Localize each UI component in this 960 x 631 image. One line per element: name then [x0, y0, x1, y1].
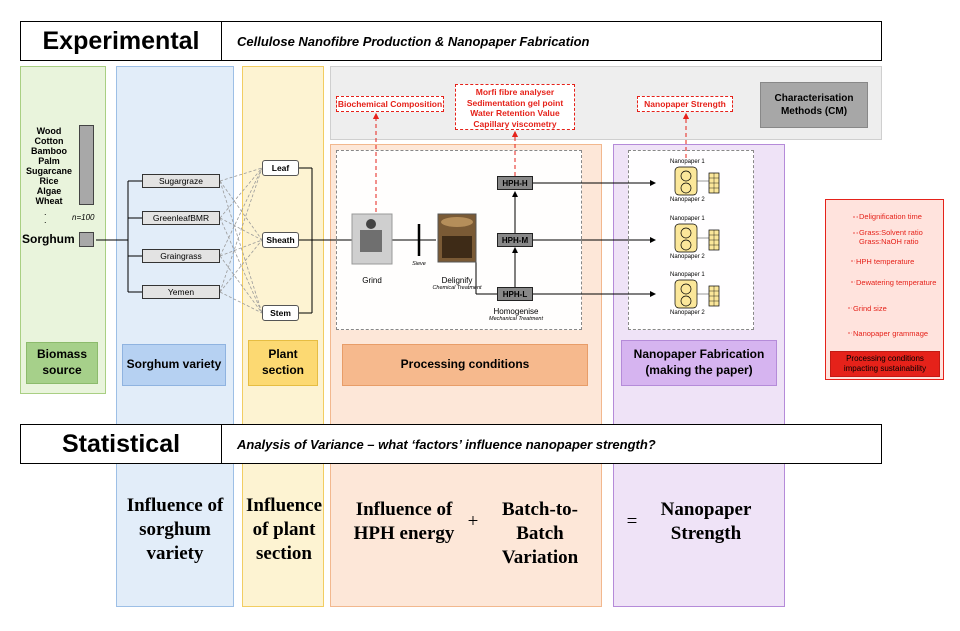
biomass-item: Algae [36, 186, 62, 196]
section-box: Sheath [262, 232, 299, 248]
nanopaper-fabrication-label: Nanopaper Fabrication (making the paper) [621, 340, 777, 386]
hph-box: HPH-H [497, 176, 533, 190]
sustainability-item: Grass:Solvent ratio [859, 228, 923, 237]
morfi-item: Morfi fibre analyser [475, 87, 555, 97]
eq-equals: = [626, 511, 638, 532]
morfi-item: Sedimentation gel point [466, 97, 564, 108]
sorghum-variety-label: Sorghum variety [122, 344, 226, 386]
sustainability-bullets [848, 216, 858, 334]
eq-batch: Batch-to-Batch Variation [501, 499, 579, 568]
homogenise-sub-label: Mechanical Treatment [488, 316, 543, 322]
sorghum-bar [79, 232, 94, 247]
biomass-item: Cotton [34, 136, 64, 146]
nanopaper-1-label: Nanopaper 1 [670, 159, 705, 165]
variety-box: Sugargraze [142, 174, 220, 188]
biomass-source-label: Biomass source [26, 342, 98, 384]
sustainability-item: Delignification time [859, 212, 922, 221]
morfi-box: Morfi fibre analyser Sedimentation gel p… [455, 84, 575, 130]
biomass-column [20, 66, 106, 394]
biomass-list: Wood Cotton Bamboo Palm Sugarcane Rice A… [22, 126, 76, 206]
sustainability-item: Nanopaper grammage [853, 329, 929, 338]
biomass-n-label: n=100 [72, 213, 95, 222]
nanopaper-2-label: Nanopaper 2 [670, 254, 705, 260]
variety-column [116, 66, 234, 607]
eq-result: Nanopaper Strength [660, 499, 752, 544]
variety-box: Yemen [142, 285, 220, 299]
delignify-sub-label: Chemical Treatment [432, 285, 482, 291]
biomass-item: Sugarcane [25, 166, 73, 176]
statistical-banner: Statistical Analysis of Variance – what … [20, 424, 882, 464]
grind-label: Grind [362, 276, 382, 285]
biomass-item: Wheat [35, 196, 63, 206]
homogenise-label: Homogenise [493, 307, 539, 316]
experimental-subtitle: Cellulose Nanofibre Production & Nanopap… [237, 33, 590, 49]
section-box: Leaf [262, 160, 299, 176]
hph-box: HPH-M [497, 233, 533, 247]
eq-plus: + [467, 511, 479, 532]
biomass-item: Wood [36, 126, 62, 136]
sustainability-panel [825, 199, 944, 380]
biochemical-box: Biochemical Composition [336, 96, 444, 112]
biomass-item: Rice [39, 176, 59, 186]
strength-box: Nanopaper Strength [637, 96, 733, 112]
experimental-banner: Experimental Cellulose Nanofibre Product… [20, 21, 882, 61]
morfi-item: Capillary viscometry [473, 118, 557, 129]
nanopaper-1-label: Nanopaper 1 [670, 272, 705, 278]
morfi-item: Water Retention Value [470, 108, 560, 119]
variety-box: Graingrass [142, 249, 220, 263]
biomass-bar [79, 125, 94, 205]
biomass-dots: . . [44, 207, 47, 225]
sustainability-label: Processing conditions impacting sustaina… [830, 351, 940, 377]
eq-variety: Influence of sorghum variety [126, 495, 224, 564]
delignify-label: Delignify [441, 276, 473, 285]
nanopaper-1-label: Nanopaper 1 [670, 216, 705, 222]
sustainability-item: Grind size [853, 304, 887, 313]
nanopaper-2-label: Nanopaper 2 [670, 197, 705, 203]
variety-box: GreenleafBMR [142, 211, 220, 225]
sustainability-item: Grass:NaOH ratio [859, 237, 919, 246]
statistical-subtitle: Analysis of Variance – what ‘factors’ in… [237, 436, 656, 452]
biomass-item: Palm [38, 156, 60, 166]
nanopaper-2-label: Nanopaper 2 [670, 310, 705, 316]
eq-section: Influence of plant section [246, 495, 322, 564]
sieve-label: Sieve [412, 261, 426, 267]
sorghum-label: Sorghum [22, 232, 75, 246]
section-box: Stem [262, 305, 299, 321]
biomass-item: Bamboo [31, 146, 67, 156]
plant-section-label: Plant section [248, 340, 318, 386]
experimental-title: Experimental [21, 22, 222, 60]
section-column [242, 66, 324, 607]
sustainability-item: Dewatering temperature [856, 278, 937, 287]
hph-box: HPH-L [497, 287, 533, 301]
eq-hph: Influence of HPH energy [353, 499, 455, 544]
processing-conditions-label: Processing conditions [342, 344, 588, 386]
characterisation-label: Characterisation Methods (CM) [760, 82, 868, 128]
sustainability-item: HPH temperature [856, 257, 915, 266]
statistical-title: Statistical [21, 425, 222, 463]
